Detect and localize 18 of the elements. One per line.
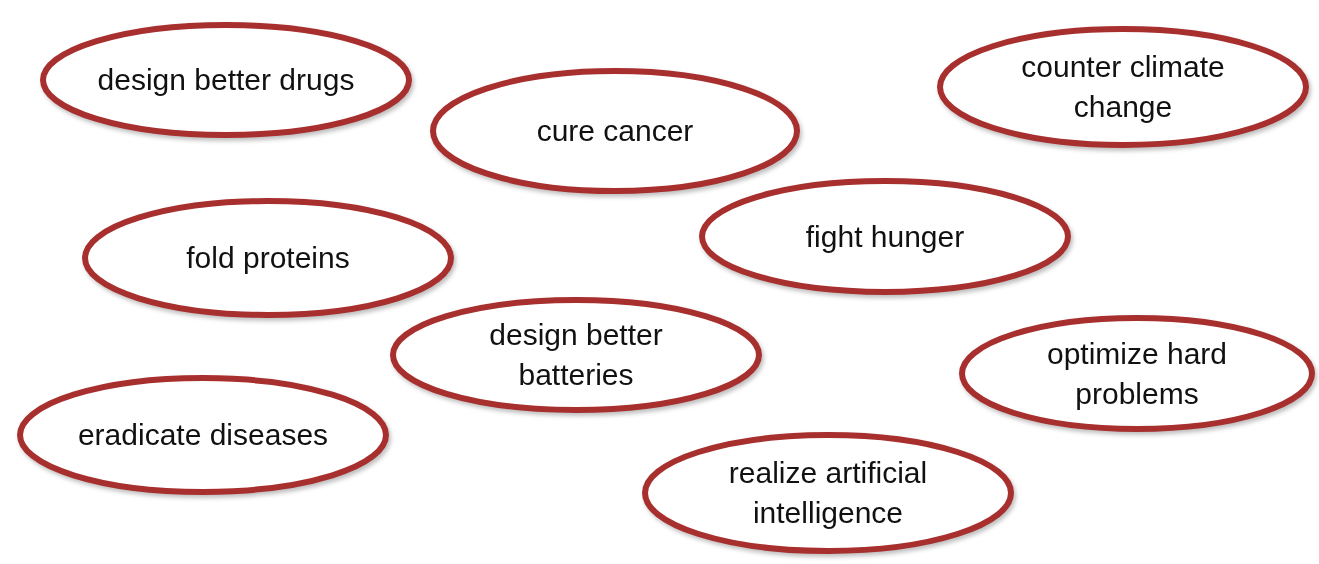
ellipse-node <box>82 198 454 318</box>
node-label: counter climate change <box>1020 49 1226 125</box>
ellipse-node <box>430 68 800 194</box>
ellipse-node <box>40 22 412 138</box>
node-label: design better drugs <box>96 62 356 98</box>
ellipse-node <box>959 315 1315 432</box>
node-label: fold proteins <box>185 240 351 276</box>
node-label: realize artificial intelligence <box>727 455 929 531</box>
ellipse-node <box>390 297 762 413</box>
node-label: cure cancer <box>535 113 695 149</box>
node-label: fight hunger <box>804 218 966 255</box>
ellipse-node <box>17 375 389 495</box>
node-label: optimize hard problems <box>1045 335 1229 412</box>
node-label: design better batteries <box>488 317 664 393</box>
ellipse-node <box>699 178 1071 295</box>
ellipse-node <box>642 432 1014 554</box>
node-label: eradicate diseases <box>76 417 330 453</box>
ellipse-node <box>937 26 1309 148</box>
